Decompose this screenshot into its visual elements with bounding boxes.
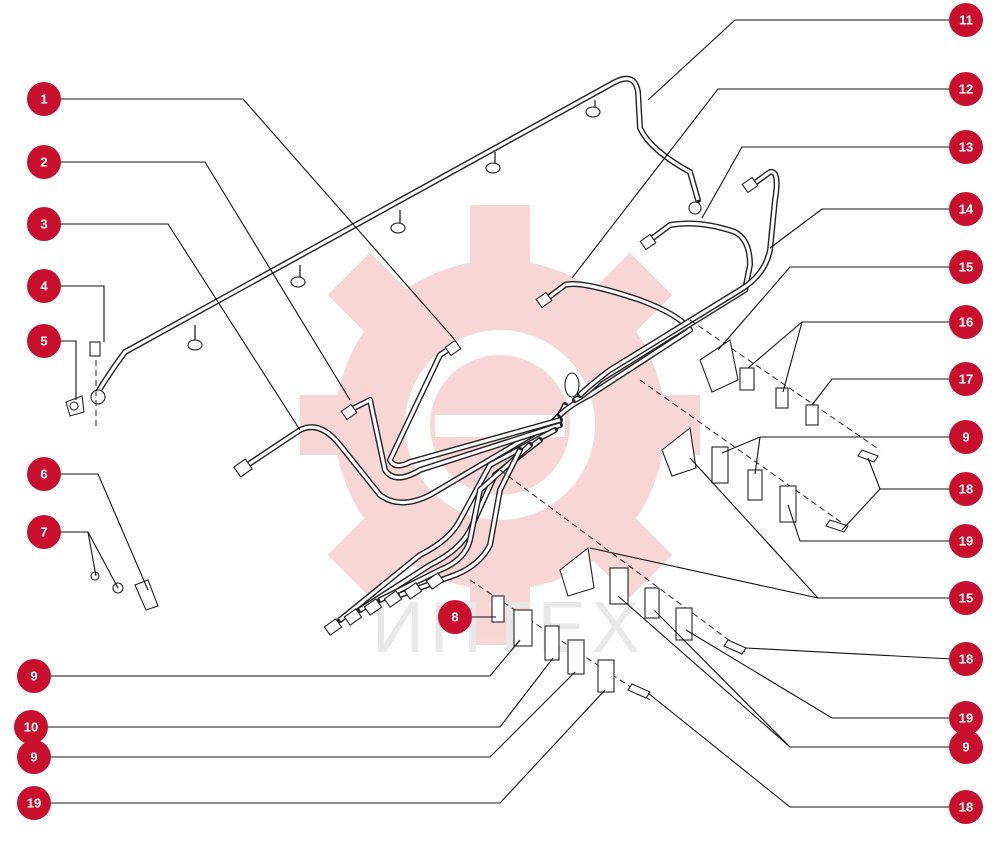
callout-18-middle: 18 xyxy=(949,642,983,676)
screw-4 xyxy=(89,341,101,357)
svg-text:12: 12 xyxy=(959,82,973,97)
callout-7: 7 xyxy=(27,515,61,549)
watermark-logo xyxy=(300,205,700,645)
injection-pipes xyxy=(90,75,780,636)
svg-text:8: 8 xyxy=(451,610,458,625)
svg-text:15: 15 xyxy=(959,591,973,606)
svg-text:19: 19 xyxy=(959,534,973,549)
svg-text:6: 6 xyxy=(40,467,47,482)
svg-text:2: 2 xyxy=(40,155,47,170)
callout-3: 3 xyxy=(27,207,61,241)
callout-17: 17 xyxy=(949,362,983,396)
svg-text:18: 18 xyxy=(959,652,973,667)
svg-text:1: 1 xyxy=(40,92,47,107)
svg-text:19: 19 xyxy=(959,711,973,726)
callout-6: 6 xyxy=(27,457,61,491)
svg-text:14: 14 xyxy=(959,202,974,217)
svg-text:3: 3 xyxy=(40,217,47,232)
callout-19-left: 19 xyxy=(17,786,51,820)
callout-10: 10 xyxy=(14,710,48,744)
callout-19-lower: 19 xyxy=(949,701,983,735)
svg-text:19: 19 xyxy=(27,796,41,811)
svg-text:18: 18 xyxy=(959,800,973,815)
svg-text:13: 13 xyxy=(959,140,973,155)
svg-text:5: 5 xyxy=(40,334,47,349)
callout-12: 12 xyxy=(949,72,983,106)
leader-lines xyxy=(44,19,953,808)
callout-2: 2 xyxy=(27,145,61,179)
svg-text:9: 9 xyxy=(30,669,37,684)
callout-14: 14 xyxy=(949,192,983,226)
svg-text:7: 7 xyxy=(40,525,47,540)
watermark-text: ИНТЕХ xyxy=(372,588,646,668)
callout-18-upper: 18 xyxy=(949,472,983,506)
callout-11: 11 xyxy=(949,3,983,37)
svg-text:9: 9 xyxy=(962,740,969,755)
callout-8: 8 xyxy=(438,600,472,634)
callout-13: 13 xyxy=(949,130,983,164)
callout-15-upper: 15 xyxy=(949,250,983,284)
bolt-6 xyxy=(134,579,159,611)
svg-text:18: 18 xyxy=(959,482,973,497)
svg-text:9: 9 xyxy=(30,750,37,765)
callout-9-right-lower: 9 xyxy=(949,730,983,764)
left-hardware xyxy=(65,341,159,611)
callout-9-left-upper: 9 xyxy=(17,659,51,693)
callout-9-left-lower: 9 xyxy=(17,740,51,774)
svg-text:16: 16 xyxy=(959,315,973,330)
svg-text:15: 15 xyxy=(959,260,973,275)
callout-16: 16 xyxy=(949,305,983,339)
svg-text:17: 17 xyxy=(959,372,973,387)
clamps xyxy=(469,319,881,701)
callout-1: 1 xyxy=(27,82,61,116)
svg-text:9: 9 xyxy=(962,430,969,445)
svg-text:4: 4 xyxy=(40,279,48,294)
callout-5: 5 xyxy=(27,324,61,358)
callout-15-lower: 15 xyxy=(949,581,983,615)
svg-text:11: 11 xyxy=(959,13,973,28)
callout-9-right-upper: 9 xyxy=(949,420,983,454)
svg-text:10: 10 xyxy=(24,720,38,735)
callout-18-lower: 18 xyxy=(949,790,983,824)
callout-19-upper: 19 xyxy=(949,524,983,558)
callout-4: 4 xyxy=(27,269,61,303)
